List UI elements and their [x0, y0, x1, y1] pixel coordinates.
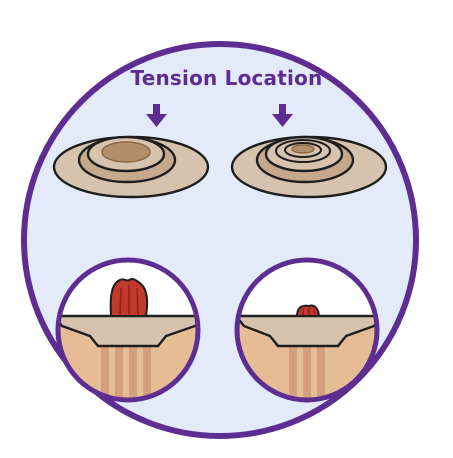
inset-right — [234, 257, 380, 403]
arrow-right-icon — [272, 104, 293, 127]
inset-left — [55, 257, 201, 403]
flange-left — [52, 135, 210, 199]
flange-right — [230, 135, 388, 199]
diagram-title: Tension Location — [130, 66, 323, 90]
arrow-left-icon — [146, 104, 167, 127]
